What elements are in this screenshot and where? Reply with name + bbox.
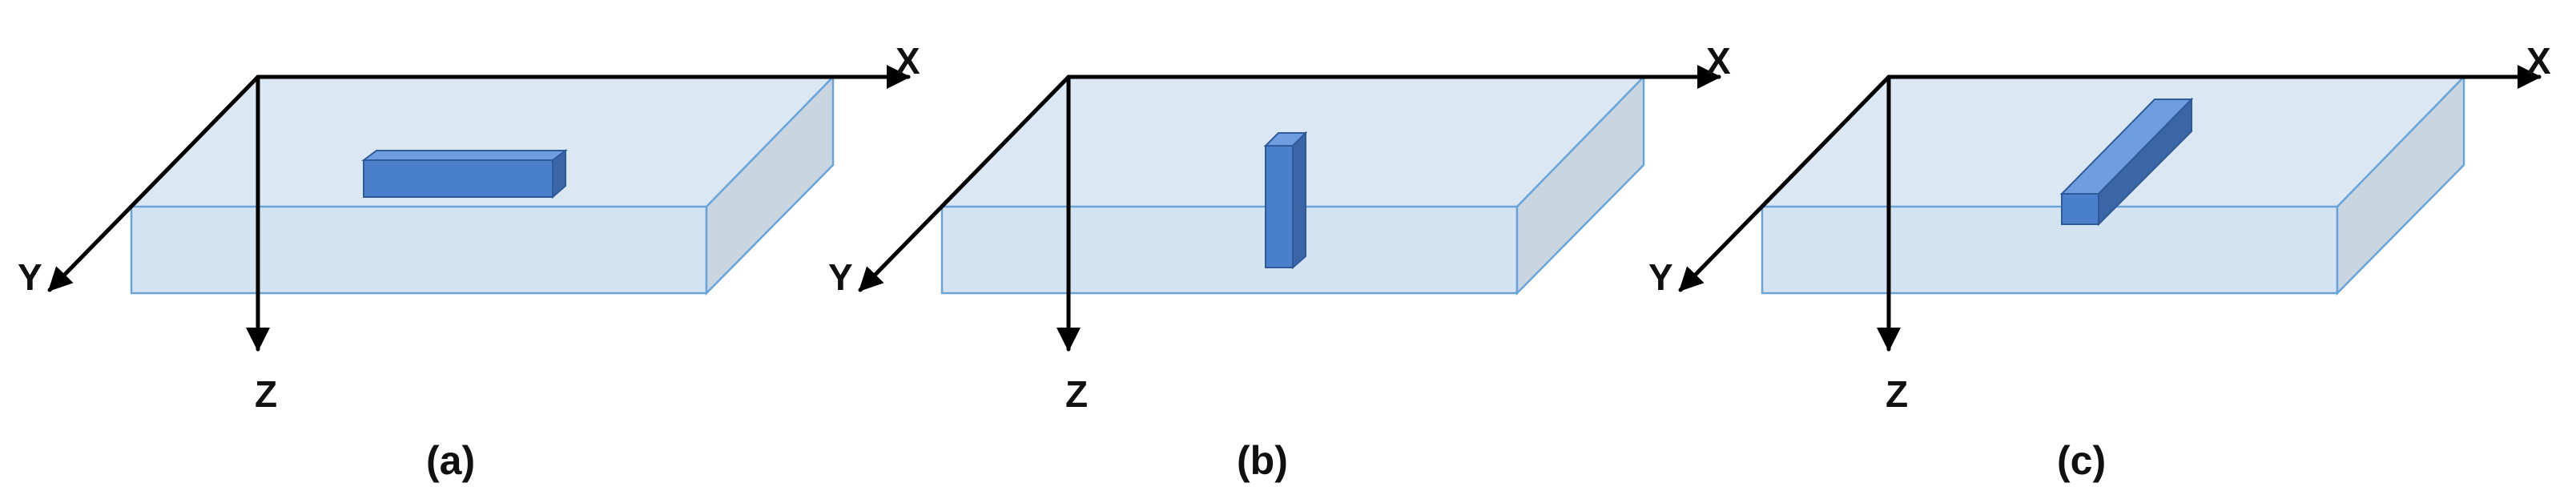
bar-side-face (1292, 131, 1306, 270)
y-axis-label: Y (828, 256, 853, 298)
bar-top-face (361, 150, 568, 161)
bar-along-x (361, 149, 568, 199)
z-axis-label: Z (255, 373, 277, 415)
x-axis-label: X (1706, 40, 1731, 82)
panel-caption: (b) (1237, 438, 1288, 483)
y-axis-arrow (1678, 74, 1891, 292)
y-axis-label: Y (1648, 256, 1673, 298)
panel-b: X Y Z (b) (828, 40, 1731, 483)
panel-caption: (a) (426, 438, 475, 483)
x-axis-label: X (896, 40, 920, 82)
slab-front-face (1761, 205, 2339, 295)
bar-along-z (1263, 131, 1308, 270)
slab-side-face (2336, 74, 2465, 296)
axes (1678, 65, 2542, 352)
axes (47, 65, 911, 352)
bar-front-face (2061, 193, 2099, 225)
slab-side-face (705, 74, 835, 296)
slab-front-face (940, 205, 1519, 295)
panel-c: X Y Z (c) (1648, 40, 2551, 483)
z-axis-label: Z (1886, 373, 1908, 415)
y-axis-arrow (47, 74, 260, 292)
panel-caption: (c) (2057, 438, 2106, 483)
z-axis-label: Z (1065, 373, 1088, 415)
y-axis-label: Y (18, 256, 42, 298)
bar-front-face (1265, 145, 1294, 268)
axes (858, 65, 1721, 352)
x-axis-label: X (2526, 40, 2551, 82)
bar-along-y (2059, 97, 2194, 227)
bar-front-face (363, 159, 553, 198)
y-axis-arrow (858, 74, 1071, 292)
slab-side-face (1515, 74, 1645, 296)
panel-a: X Y Z (a) (18, 40, 920, 483)
slab-front-face (130, 205, 708, 295)
slab (129, 74, 835, 296)
